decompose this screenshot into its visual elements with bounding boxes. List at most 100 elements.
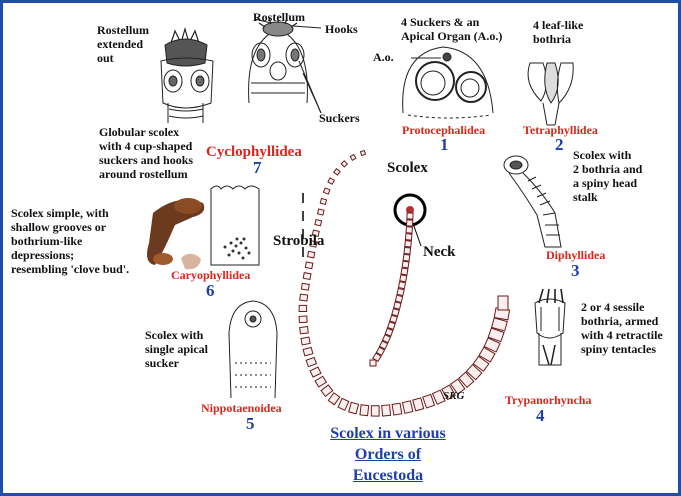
proglottid-segment: [381, 404, 392, 417]
tetraphyllid-scolex-drawing: [527, 62, 574, 126]
label-suckers: Suckers: [319, 111, 360, 125]
proglottid-segment: [478, 346, 496, 363]
neck-segment: [401, 260, 410, 269]
neck-segment: [375, 346, 386, 356]
proglottid-segment: [483, 337, 501, 353]
proglottid-segment: [487, 327, 505, 343]
diphyllid-scolex-drawing: [503, 155, 562, 248]
proglottid-segment: [441, 384, 456, 401]
proglottid-segment: [458, 371, 475, 389]
diagram-title: Scolex in various Orders of Eucestoda: [303, 423, 473, 486]
neck-segment: [386, 321, 396, 331]
order-name-1: Protocephalidea: [402, 123, 486, 137]
neck-segment: [389, 314, 398, 324]
label-rostellum-extended: Rostellum extended out: [97, 23, 149, 65]
label-skg: SKG: [443, 390, 465, 402]
proglottid-segment: [359, 404, 370, 417]
order-name-5: Nippotaenoidea: [201, 401, 282, 415]
neck-segment: [384, 327, 394, 337]
order-name-4: Trypanorhyncha: [505, 393, 592, 407]
neck-segment: [391, 307, 400, 317]
proglottid-segment: [300, 336, 311, 346]
proglottid-segment: [299, 326, 309, 335]
title-line-3: Eucestoda: [352, 467, 424, 484]
label-scolex-simple: Scolex simple, with shallow grooves or b…: [11, 206, 130, 276]
neck-segment: [405, 226, 413, 234]
trypanorhynch-scolex-drawing: [534, 288, 566, 366]
proglottid-segment: [349, 153, 357, 161]
order-name-3: Diphyllidea: [546, 248, 606, 262]
label-rostellum: Rostellum: [253, 10, 305, 24]
proglottid-segment: [333, 168, 341, 176]
proglottid-segment: [309, 366, 322, 378]
nippotaeniid-scolex-drawing: [228, 300, 278, 399]
label-single-apical-sucker: Scolex with single apical sucker: [145, 328, 209, 370]
neck-segment: [402, 253, 411, 262]
neck-segment: [403, 246, 412, 255]
proglottid-segment: [497, 295, 509, 311]
caryophyllid-scolex-drawing: [210, 185, 260, 266]
proglottid-segment: [340, 160, 349, 168]
order-number-3: 3: [571, 261, 580, 280]
proglottid-segment: [337, 397, 350, 411]
order-number-4: 4: [536, 406, 545, 425]
proglottid-segment: [327, 177, 335, 185]
label-scolex: Scolex: [387, 160, 428, 176]
order-number-5: 5: [246, 414, 255, 433]
proglottid-segment: [314, 375, 328, 388]
proglottid-segment: [299, 293, 309, 302]
label-globular-scolex: Globular scolex with 4 cup-shaped sucker…: [99, 125, 194, 181]
proglottid-segment: [316, 208, 325, 216]
order-name-2: Tetraphyllidea: [523, 123, 598, 137]
proglottid-segment: [422, 393, 436, 409]
proglottid-segment: [431, 389, 446, 405]
proglottid-segment: [449, 378, 466, 395]
neck-segment: [381, 334, 392, 344]
proglottid-segment: [311, 229, 320, 238]
label-leaf-like-bothria: 4 leaf-like bothria: [533, 18, 584, 46]
order-name-7: Cyclophyllidea: [206, 144, 302, 160]
caryophyllid-photo: [147, 198, 205, 270]
order-number-6: 6: [206, 281, 215, 300]
proglottid-segment: [320, 384, 334, 397]
neck-segment: [404, 233, 413, 241]
proglottid-segment: [306, 250, 316, 259]
neck-segment: [369, 359, 377, 367]
neck-segment: [406, 212, 414, 220]
label-two-bothria: Scolex with 2 bothria and a spiny head s…: [573, 148, 643, 204]
proglottid-segment: [370, 405, 380, 417]
neck-segment: [394, 294, 404, 304]
proglottid-segment: [465, 363, 483, 381]
proglottid-segment: [302, 272, 312, 280]
label-ao: A.o.: [373, 50, 394, 64]
protocephalid-scolex-drawing: [402, 46, 494, 119]
proglottid-segment: [319, 197, 328, 206]
order-number-2: 2: [555, 135, 564, 154]
cyclophyllid-extended-scolex-drawing: [160, 26, 214, 123]
proglottid-segment: [472, 355, 490, 372]
neck-segment: [397, 281, 407, 290]
label-suckers-apical-organ: 4 Suckers & an Apical Organ (A.o.): [401, 15, 503, 43]
neck-segment: [399, 274, 408, 283]
proglottid-segment: [490, 317, 508, 332]
neck-segment: [405, 219, 414, 227]
label-strobila: Strobila: [273, 233, 325, 249]
proglottid-segment: [298, 315, 308, 324]
proglottid-segment: [305, 356, 318, 368]
neck-segment: [393, 301, 402, 310]
proglottid-segment: [391, 402, 403, 416]
proglottid-segment: [322, 187, 331, 195]
title-line-2: Orders of: [354, 446, 422, 463]
proglottid-segment: [314, 218, 323, 227]
neck-segment: [396, 287, 405, 297]
proglottid-segment: [309, 240, 318, 248]
order-number-7: 7: [253, 158, 262, 177]
proglottid-segment: [304, 261, 314, 270]
cyclophyllid-scolex-drawing: [248, 17, 322, 114]
neck-segment: [404, 239, 412, 248]
proglottid-segment: [298, 304, 308, 312]
proglottid-segment: [327, 392, 341, 406]
proglottid-segment: [401, 400, 414, 414]
title-line-1: Scolex in various: [330, 425, 446, 442]
